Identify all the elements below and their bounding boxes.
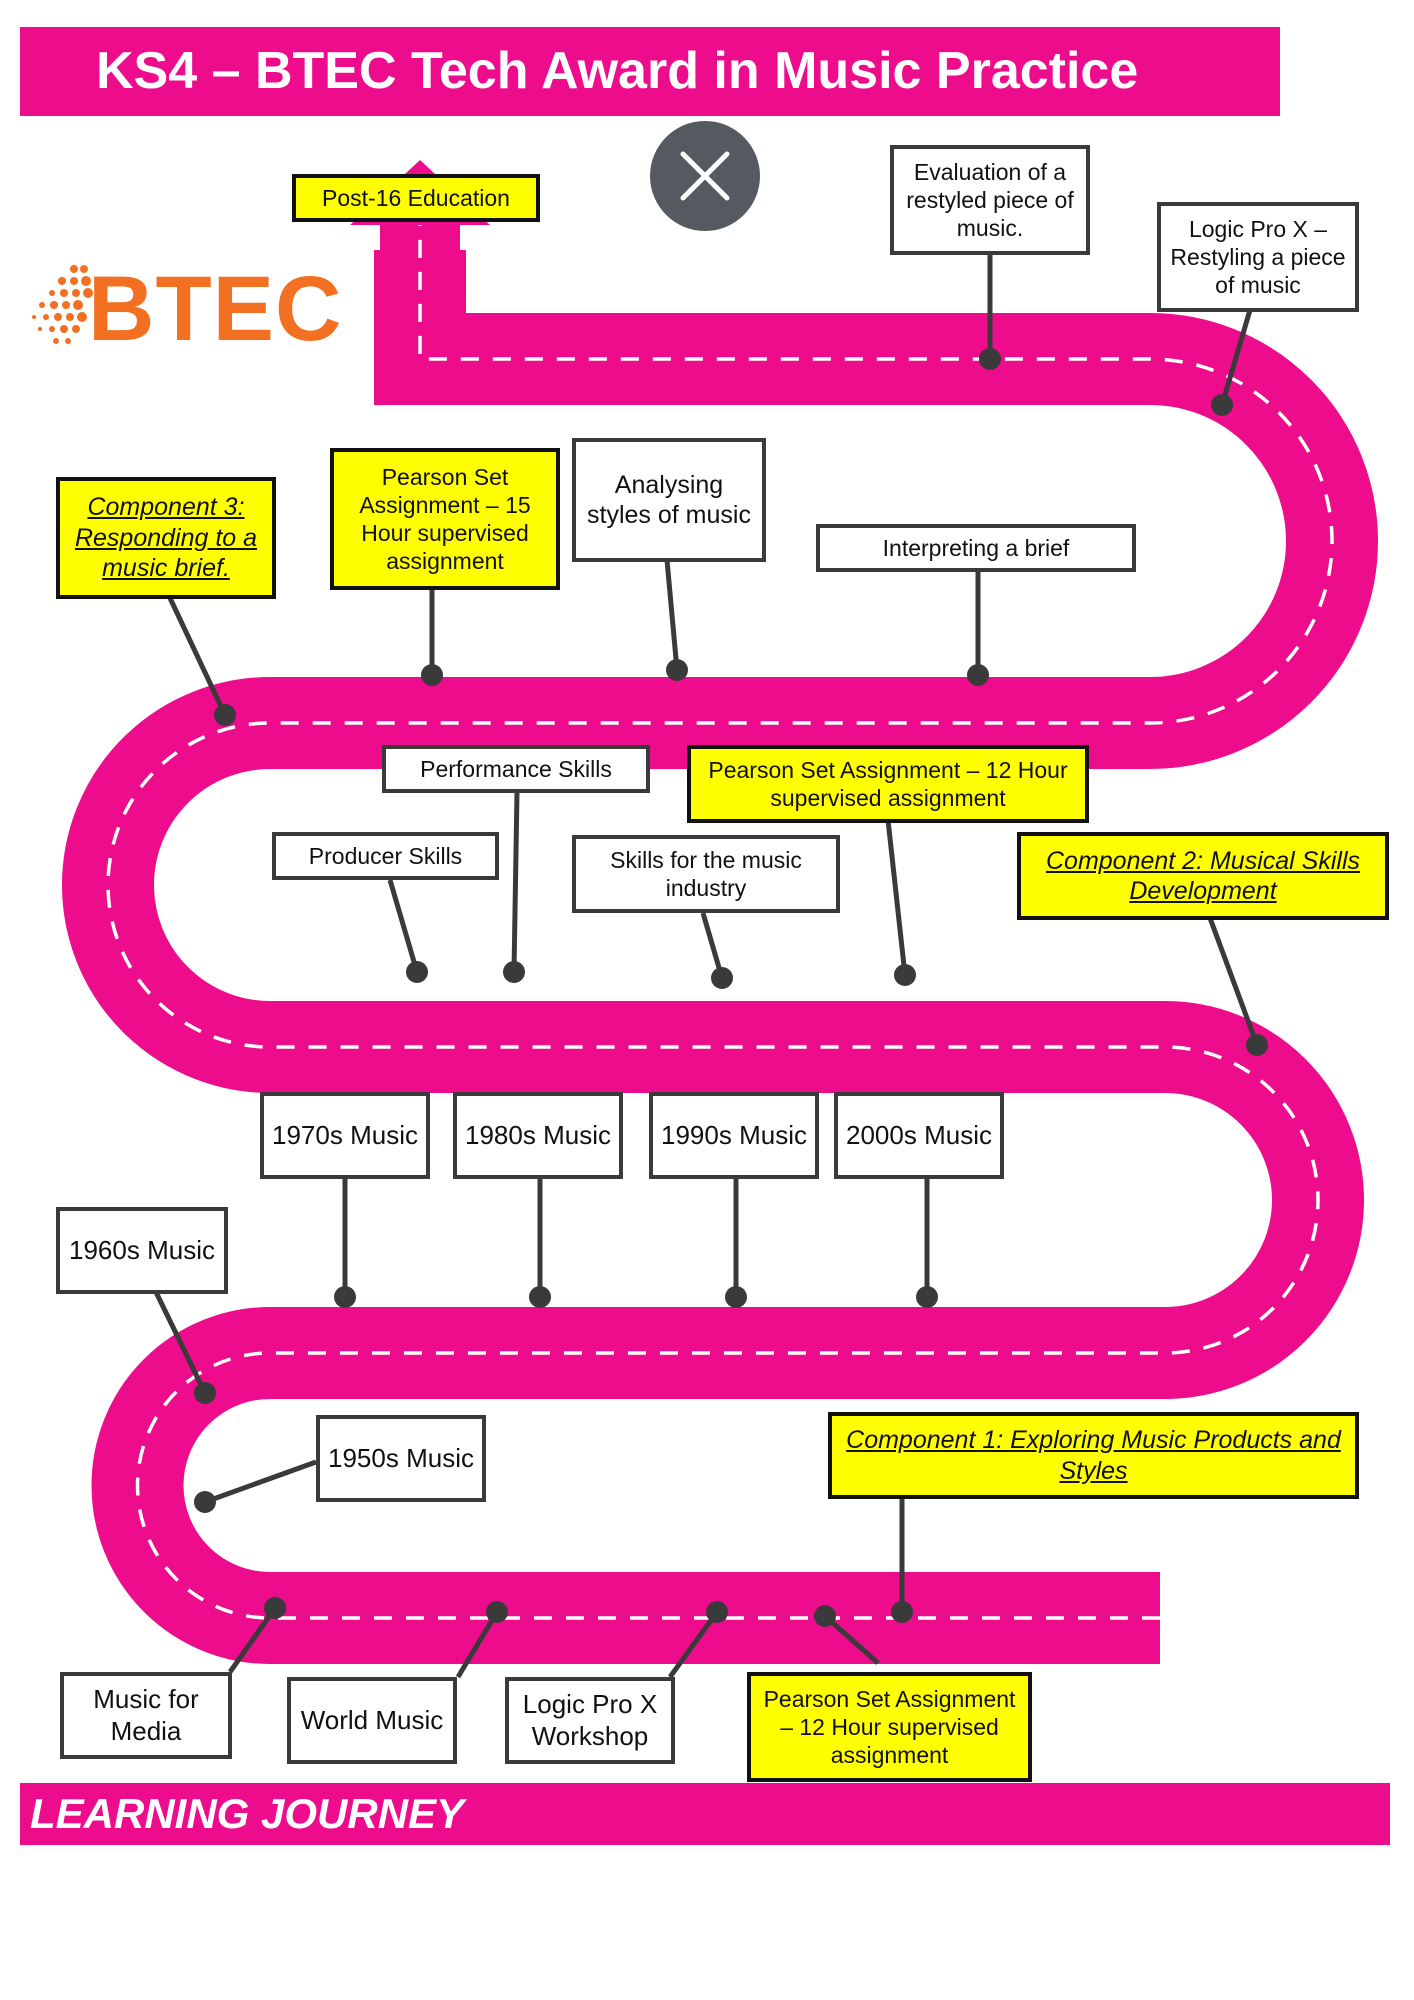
post16-education-box: Post-16 Education	[292, 174, 540, 222]
music-industry-skills-box: Skills for the music industry	[572, 835, 840, 913]
1950s-music-box: 1950s Music	[316, 1415, 486, 1502]
performance-skills-box: Performance Skills	[382, 745, 650, 793]
logo-text: BTEC	[88, 258, 343, 360]
title-bar: KS4 – BTEC Tech Award in Music Practice	[20, 27, 1280, 116]
analysing-styles-box: Analysing styles of music	[572, 438, 766, 562]
road-dashes	[106, 225, 1334, 1620]
evaluation-box: Evaluation of a restyled piece of music.	[890, 145, 1090, 255]
btec-logo: BTEC	[26, 255, 341, 365]
component3-box: Component 3: Responding to a music brief…	[56, 477, 276, 599]
producer-skills-box: Producer Skills	[272, 832, 499, 880]
close-button[interactable]	[650, 121, 760, 231]
1990s-music-box: 1990s Music	[649, 1092, 819, 1179]
page-title: KS4 – BTEC Tech Award in Music Practice	[96, 42, 1139, 100]
component1-box: Component 1: Exploring Music Products an…	[828, 1412, 1359, 1499]
footer-bar: LEARNING JOURNEY	[20, 1783, 1390, 1845]
pearson-12-hour-bottom-box: Pearson Set Assignment – 12 Hour supervi…	[747, 1672, 1032, 1782]
1980s-music-box: 1980s Music	[453, 1092, 623, 1179]
2000s-music-box: 2000s Music	[834, 1092, 1004, 1179]
learning-journey-label: LEARNING JOURNEY	[30, 1790, 465, 1837]
music-for-media-box: Music for Media	[60, 1672, 232, 1759]
1960s-music-box: 1960s Music	[56, 1207, 228, 1294]
pearson-12-hour-top-box: Pearson Set Assignment – 12 Hour supervi…	[687, 745, 1089, 823]
interpreting-brief-box: Interpreting a brief	[816, 524, 1136, 572]
pearson-15-hour-box: Pearson Set Assignment – 15 Hour supervi…	[330, 448, 560, 590]
1970s-music-box: 1970s Music	[260, 1092, 430, 1179]
logo-dots-icon	[32, 265, 93, 344]
logic-restyle-box: Logic Pro X – Restyling a piece of music	[1157, 202, 1359, 312]
logic-workshop-box: Logic Pro X Workshop	[505, 1677, 675, 1764]
component2-box: Component 2: Musical Skills Development	[1017, 832, 1389, 920]
close-icon	[680, 151, 730, 201]
world-music-box: World Music	[287, 1677, 457, 1764]
